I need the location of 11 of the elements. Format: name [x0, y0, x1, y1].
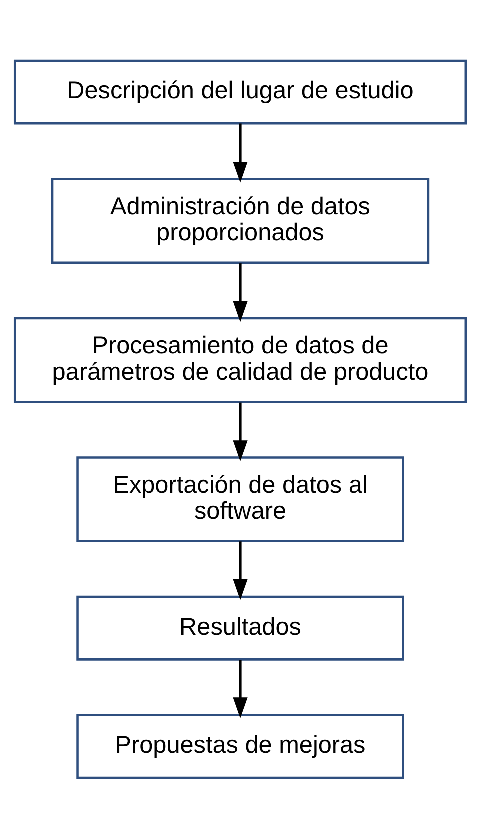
arrow — [233, 660, 248, 718]
arrow — [233, 263, 248, 322]
arrow — [233, 123, 248, 182]
node-box: Descripción del lugar de estudio — [14, 59, 468, 124]
node-box: Propuestas de mejoras — [76, 714, 404, 779]
arrow — [233, 541, 248, 600]
arrow — [233, 402, 248, 462]
node-box: Administración de datos proporcionados — [51, 178, 430, 264]
node-box: Exportación de datos al software — [76, 456, 404, 542]
node-box: Procesamiento de datos de parámetros de calidad de producto — [14, 316, 468, 403]
node-box: Resultados — [76, 595, 404, 660]
